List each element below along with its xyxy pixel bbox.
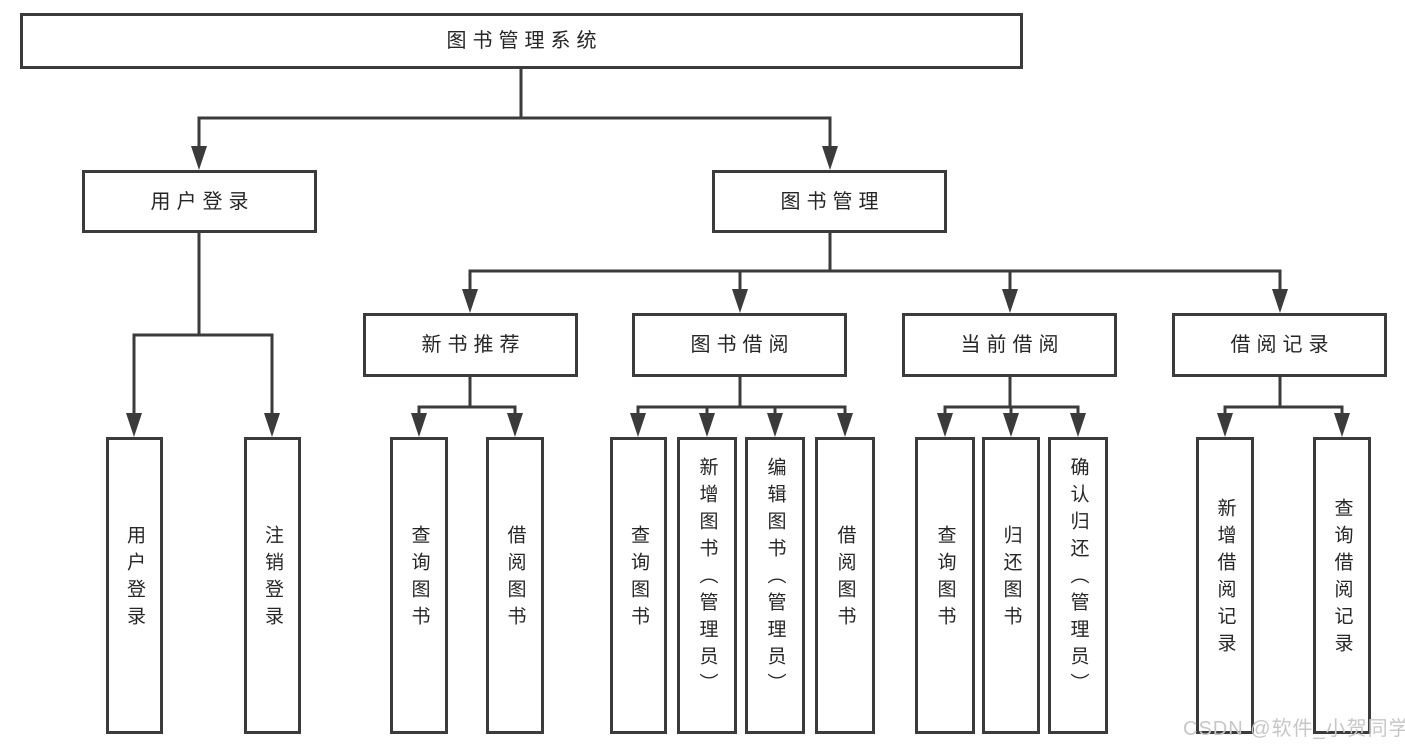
leaf-query-books-borrowing: 查询图书 (610, 437, 667, 734)
node-label: 图书借阅 (690, 334, 795, 356)
node-label: 当前借阅 (960, 334, 1065, 356)
leaf-label: 查询借阅记录 (1331, 497, 1353, 660)
leaf-edit-books-admin: 编辑图书（管理员） (745, 437, 805, 734)
node-book-borrowing: 图书借阅 (632, 313, 847, 377)
leaf-query-borrow-record: 查询借阅记录 (1313, 437, 1371, 734)
leaf-logout: 注销登录 (244, 437, 301, 734)
leaf-confirm-return-admin: 确认归还（管理员） (1048, 437, 1108, 734)
leaf-label: 新增借阅记录 (1214, 497, 1236, 660)
node-new-book-recommend: 新书推荐 (363, 313, 578, 377)
node-label: 图书管理系统 (446, 30, 603, 52)
leaf-label: 新增图书（管理员） (696, 457, 718, 700)
leaf-label: 借阅图书 (504, 524, 526, 633)
leaf-label: 查询图书 (408, 524, 430, 633)
leaf-label: 用户登录 (124, 524, 145, 633)
leaf-query-books-recommend: 查询图书 (390, 437, 448, 734)
node-current-borrowing: 当前借阅 (902, 313, 1117, 377)
leaf-label: 归还图书 (1000, 524, 1022, 633)
node-label: 图书管理 (780, 190, 885, 213)
leaf-return-books: 归还图书 (982, 437, 1040, 734)
leaf-label: 注销登录 (262, 524, 283, 633)
leaf-label: 编辑图书（管理员） (764, 457, 786, 700)
leaf-borrow-books-recommend: 借阅图书 (486, 437, 544, 734)
arrowheads (126, 146, 1350, 437)
node-library-management-system: 图书管理系统 (20, 13, 1023, 69)
node-label: 用户登录 (150, 190, 255, 213)
leaf-add-books-admin: 新增图书（管理员） (677, 437, 737, 734)
leaf-borrow-books-borrowing: 借阅图书 (815, 437, 875, 734)
node-book-management: 图书管理 (712, 170, 947, 233)
leaf-add-borrow-record: 新增借阅记录 (1196, 437, 1254, 734)
csdn-watermark: CSDN @软件_小贺同学 (1183, 718, 1405, 740)
leaf-user-login: 用户登录 (106, 437, 163, 734)
leaf-label: 查询图书 (628, 524, 649, 633)
leaf-label: 借阅图书 (834, 524, 856, 633)
leaf-label: 确认归还（管理员） (1067, 457, 1089, 700)
node-user-login: 用户登录 (82, 170, 317, 233)
leaf-query-books-current: 查询图书 (915, 437, 975, 734)
node-label: 新书推荐 (421, 334, 526, 356)
node-label: 借阅记录 (1230, 334, 1335, 356)
leaf-label: 查询图书 (934, 524, 956, 633)
node-borrowing-records: 借阅记录 (1172, 313, 1387, 377)
